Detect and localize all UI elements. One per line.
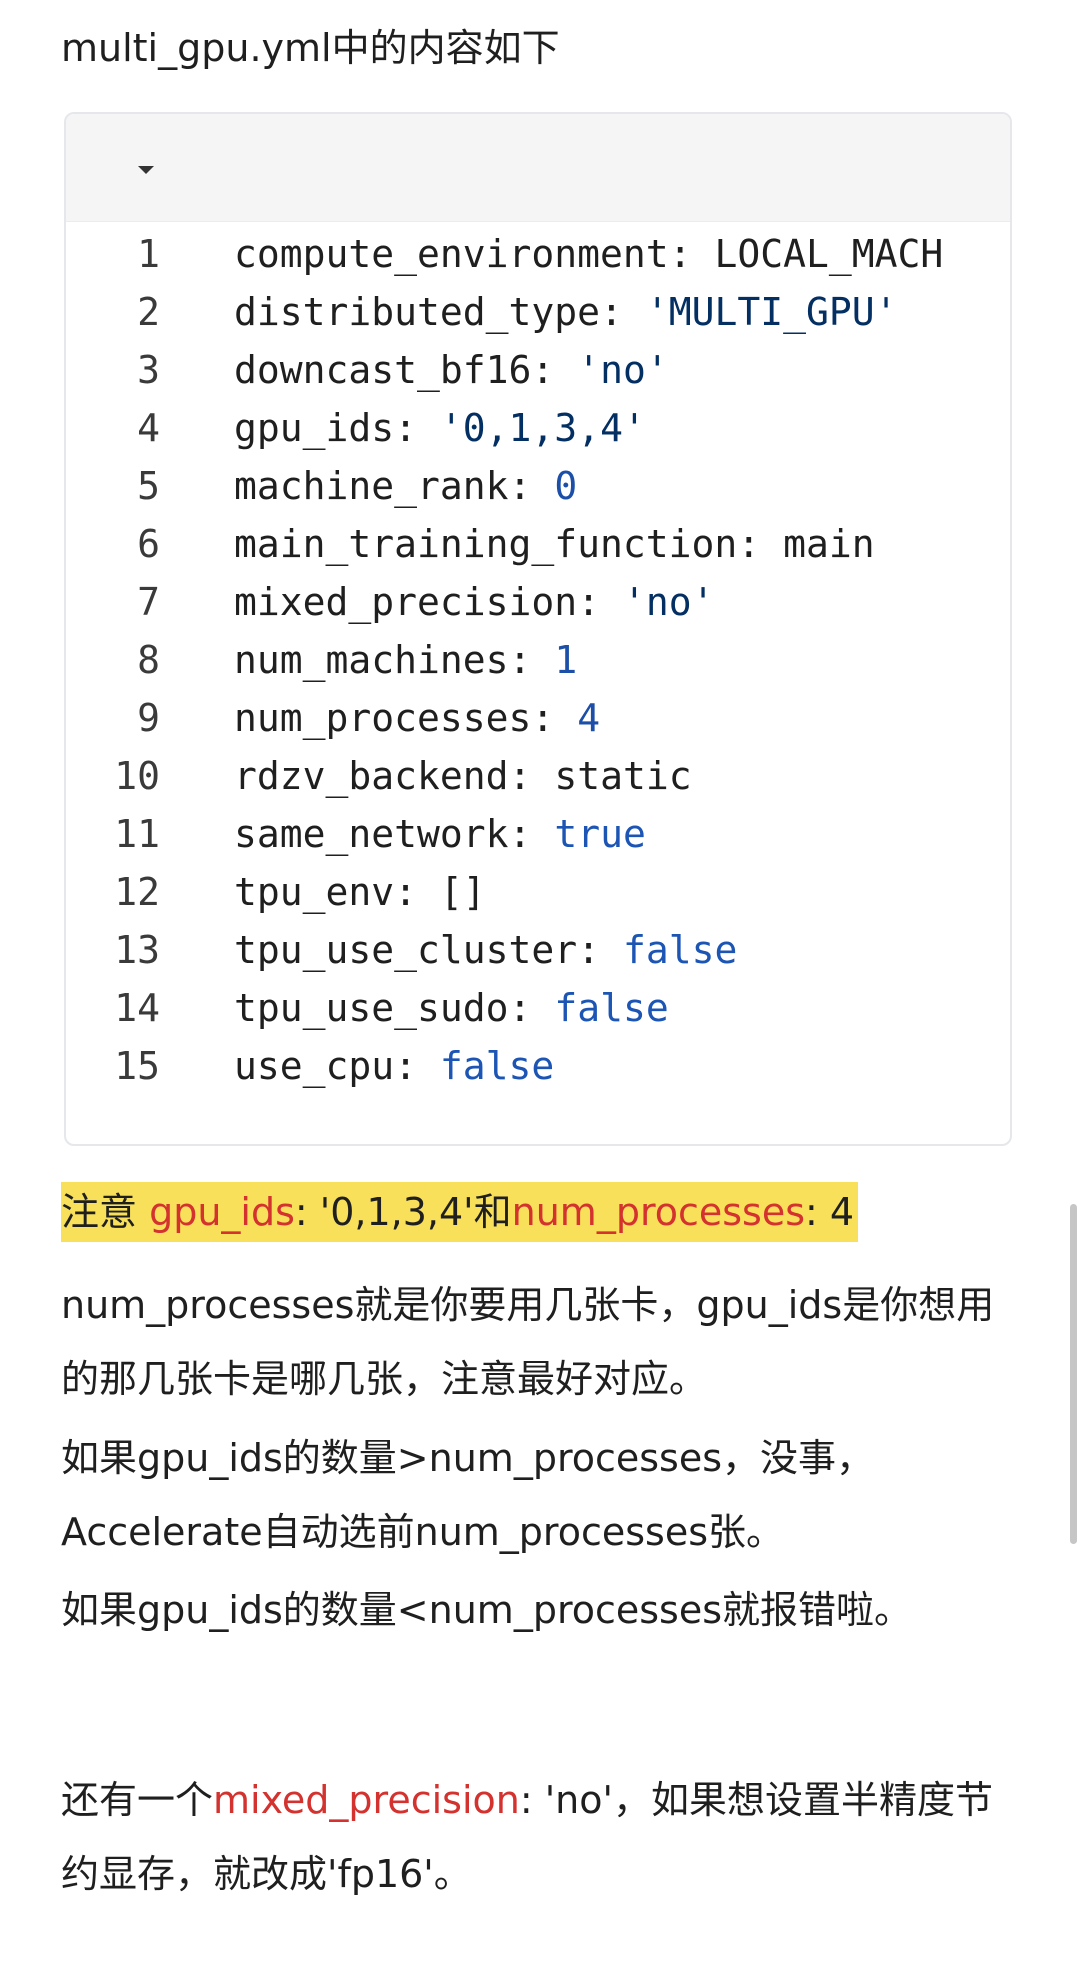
code-text: tpu_use_sudo: false: [234, 986, 669, 1030]
code-body: 1 compute_environment: LOCAL_MACH 2 distrib…: [66, 221, 1010, 1141]
yaml-key: tpu_use_cluster: [234, 928, 578, 972]
yaml-key: distributed_type: [234, 290, 601, 334]
yaml-key: downcast_bf16: [234, 348, 532, 392]
line-number: 5: [137, 464, 160, 508]
code-block-header: [66, 114, 1010, 222]
code-text: downcast_bf16: 'no': [234, 348, 669, 392]
paragraph-num-processes: num_processes就是你要用几张卡，gpu_ids是你想用的那几张卡是哪…: [61, 1283, 995, 1401]
yaml-value: main: [783, 522, 875, 566]
code-text: num_machines: 1: [234, 638, 578, 682]
yaml-key: mixed_precision: [234, 580, 578, 624]
code-text: mixed_precision: 'no': [234, 580, 715, 624]
line-number: 2: [137, 290, 160, 334]
line-number: 6: [137, 522, 160, 566]
note-prefix: 注意: [61, 1190, 150, 1234]
yaml-key: tpu_env: [234, 870, 395, 914]
yaml-key: num_processes: [234, 696, 532, 740]
yaml-value: []: [439, 870, 486, 914]
yaml-key: gpu_ids: [234, 406, 395, 450]
paragraph-mixed-precision: 还有一个mixed_precision: 'no'，如果想设置半精度节约显存，就…: [61, 1763, 1021, 1911]
code-line: 6 main_training_function: main: [66, 515, 1010, 573]
code-line: 15 use_cpu: false: [66, 1037, 1010, 1095]
code-line: 4 gpu_ids: '0,1,3,4': [66, 399, 1010, 457]
collapse-toggle[interactable]: [126, 150, 166, 190]
yaml-value: '0,1,3,4': [439, 406, 646, 450]
yaml-key: machine_rank: [234, 464, 509, 508]
yaml-value: 'no': [622, 580, 715, 624]
code-line: 13 tpu_use_cluster: false: [66, 921, 1010, 979]
scrollbar[interactable]: [1070, 1204, 1077, 1544]
code-block: 1 compute_environment: LOCAL_MACH 2 distrib…: [64, 112, 1012, 1146]
caret-down-icon: [138, 166, 154, 174]
line-number: 1: [137, 232, 160, 276]
yaml-value: 0: [554, 464, 578, 508]
yaml-key: rdzv_backend: [234, 754, 509, 798]
p4-key-mixed-precision: mixed_precision: [213, 1778, 520, 1822]
line-number: 10: [114, 754, 160, 798]
code-text: same_network: true: [234, 812, 646, 856]
code-text: main_training_function: main: [234, 522, 875, 566]
yaml-value: static: [554, 754, 692, 798]
code-text: machine_rank: 0: [234, 464, 578, 508]
line-number: 13: [114, 928, 160, 972]
yaml-value: false: [622, 928, 738, 972]
code-line: 8 num_machines: 1: [66, 631, 1010, 689]
yaml-value: true: [554, 812, 646, 856]
code-line: 10 rdzv_backend: static: [66, 747, 1010, 805]
line-number: 8: [137, 638, 160, 682]
yaml-key: use_cpu: [234, 1044, 395, 1088]
yaml-value: LOCAL_MACH: [714, 232, 944, 276]
yaml-value: false: [439, 1044, 555, 1088]
yaml-value: 'MULTI_GPU': [645, 290, 898, 334]
note-suffix: : 4: [805, 1190, 855, 1234]
p4-after: : 'no'，如果想设置半精度节约显存，就改成'fp16'。: [61, 1778, 993, 1896]
yaml-key: same_network: [234, 812, 509, 856]
note-key-num-processes: num_processes: [511, 1190, 806, 1234]
yaml-key: compute_environment: [234, 232, 669, 276]
code-line: 9 num_processes: 4: [66, 689, 1010, 747]
yaml-key: tpu_use_sudo: [234, 986, 509, 1030]
code-line: 5 machine_rank: 0: [66, 457, 1010, 515]
code-text: num_processes: 4: [234, 696, 601, 740]
paragraph-more-gpus: 如果gpu_ids的数量>num_processes，没事，Accelerate…: [61, 1436, 875, 1554]
intro-text: multi_gpu.yml中的内容如下: [61, 26, 560, 70]
code-text: tpu_use_cluster: false: [234, 928, 738, 972]
yaml-value: 1: [554, 638, 578, 682]
line-number: 12: [114, 870, 160, 914]
yaml-key: num_machines: [234, 638, 509, 682]
code-text: distributed_type: 'MULTI_GPU': [234, 290, 898, 334]
line-number: 3: [137, 348, 160, 392]
code-line: 11 same_network: true: [66, 805, 1010, 863]
code-text: gpu_ids: '0,1,3,4': [234, 406, 646, 450]
code-line: 3 downcast_bf16: 'no': [66, 341, 1010, 399]
code-line: 14 tpu_use_sudo: false: [66, 979, 1010, 1037]
line-number: 11: [114, 812, 160, 856]
code-line: 12 tpu_env: []: [66, 863, 1010, 921]
p4-before: 还有一个: [61, 1778, 214, 1822]
yaml-key: main_training_function: [234, 522, 738, 566]
line-number: 7: [137, 580, 160, 624]
line-number: 15: [114, 1044, 160, 1088]
line-number: 9: [137, 696, 160, 740]
note-key-gpu-ids: gpu_ids: [149, 1190, 295, 1234]
highlight-note: 注意 gpu_ids: '0,1,3,4'和num_processes: 4: [61, 1182, 859, 1242]
paragraph-fewer-gpus: 如果gpu_ids的数量<num_processes就报错啦。: [61, 1588, 913, 1632]
code-text: rdzv_backend: static: [234, 754, 692, 798]
yaml-value: 'no': [577, 348, 669, 392]
note-mid: : '0,1,3,4'和: [294, 1190, 512, 1234]
code-line: 7 mixed_precision: 'no': [66, 573, 1010, 631]
code-line: 1 compute_environment: LOCAL_MACH: [66, 225, 1010, 283]
code-text: tpu_env: []: [234, 870, 486, 914]
yaml-value: false: [554, 986, 669, 1030]
code-text: use_cpu: false: [234, 1044, 555, 1088]
line-number: 4: [137, 406, 160, 450]
line-number: 14: [114, 986, 160, 1030]
code-text: compute_environment: LOCAL_MACH: [234, 232, 944, 276]
yaml-value: 4: [577, 696, 601, 740]
code-line: 2 distributed_type: 'MULTI_GPU': [66, 283, 1010, 341]
